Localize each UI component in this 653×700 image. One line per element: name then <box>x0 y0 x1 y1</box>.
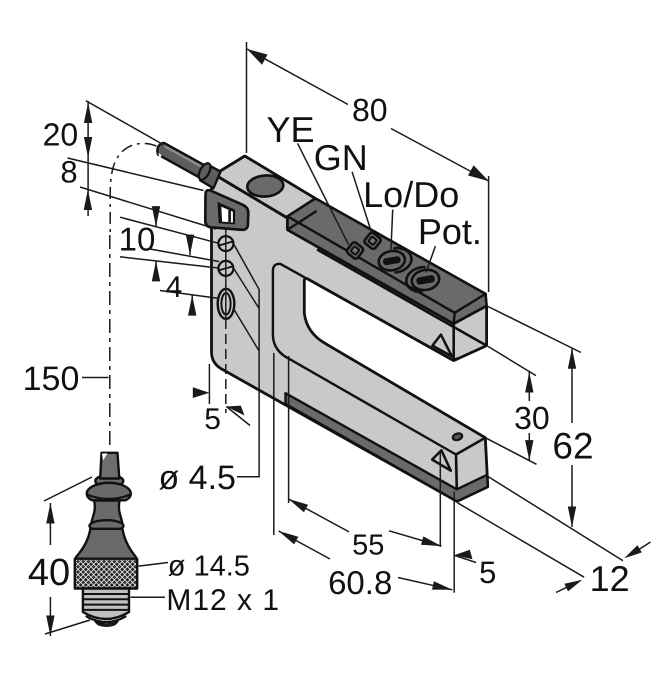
svg-text:Lo/Do: Lo/Do <box>363 174 459 215</box>
svg-text:12: 12 <box>590 558 630 599</box>
svg-text:5: 5 <box>204 403 221 436</box>
svg-text:8: 8 <box>60 155 77 190</box>
svg-text:40: 40 <box>28 552 70 594</box>
svg-text:Pot.: Pot. <box>418 211 482 252</box>
svg-text:GN: GN <box>314 137 368 178</box>
svg-text:5: 5 <box>479 555 496 590</box>
svg-text:62: 62 <box>552 426 593 467</box>
svg-text:ø 14.5: ø 14.5 <box>168 551 250 583</box>
svg-text:10: 10 <box>119 221 156 258</box>
svg-text:YE: YE <box>266 109 314 150</box>
svg-text:4: 4 <box>166 271 183 304</box>
svg-text:60.8: 60.8 <box>328 564 392 601</box>
svg-text:150: 150 <box>23 360 80 398</box>
svg-text:M12 x 1: M12 x 1 <box>166 584 280 617</box>
svg-text:20: 20 <box>43 117 79 153</box>
svg-text:55: 55 <box>352 530 384 562</box>
svg-text:ø 4.5: ø 4.5 <box>158 459 235 497</box>
svg-text:80: 80 <box>352 92 388 128</box>
svg-text:30: 30 <box>514 400 550 436</box>
